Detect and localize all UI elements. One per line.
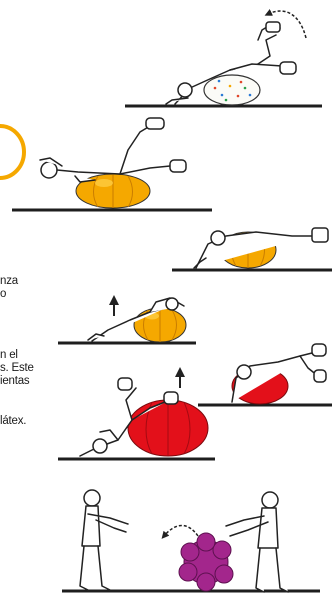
- exercise-figure-4: [58, 298, 196, 343]
- text-fragment: o: [0, 288, 6, 301]
- text-fragment: s. Este: [0, 362, 34, 375]
- purple-latex-ball: [179, 533, 233, 591]
- exercise-figure-3: [172, 228, 332, 270]
- text-fragment: nza: [0, 275, 18, 288]
- partial-yellow-circle: [0, 126, 24, 178]
- exercise-figure-7: [62, 490, 320, 592]
- exercise-figure-6: [58, 372, 215, 459]
- curved-arrow-icon: [164, 526, 198, 537]
- text-fragment: ientas: [0, 375, 30, 388]
- text-fragment: látex.: [0, 415, 26, 428]
- yellow-ball: [134, 308, 186, 342]
- exercise-figure-1: [125, 11, 322, 106]
- exercise-figure-5: [198, 344, 332, 405]
- multicolor-ball: [204, 75, 260, 105]
- red-ball: [128, 400, 208, 456]
- text-fragment: n el: [0, 349, 18, 362]
- exercise-figure-2: [12, 118, 212, 210]
